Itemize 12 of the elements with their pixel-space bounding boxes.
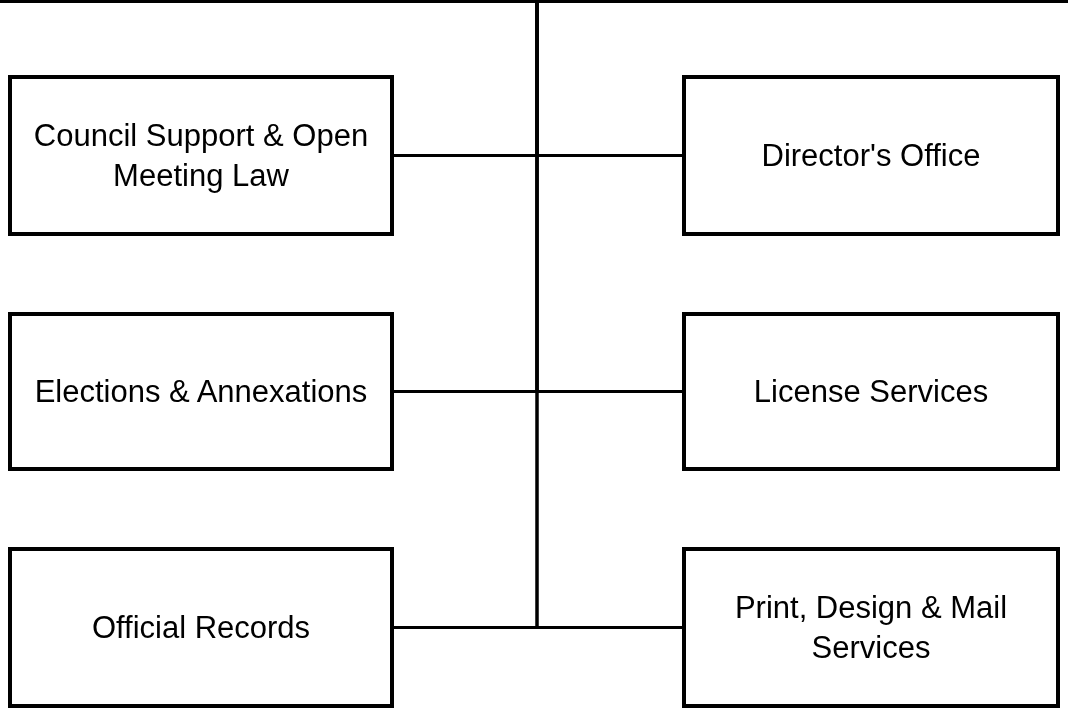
box-label: Council Support & Open Meeting Law xyxy=(32,116,370,195)
box-label: License Services xyxy=(752,372,990,411)
org-box xyxy=(682,312,1060,471)
org-box xyxy=(682,75,1060,236)
box-label: Elections & Annexations xyxy=(33,372,369,411)
box-label: Official Records xyxy=(90,608,312,647)
org-box xyxy=(8,75,394,236)
box-label: Print, Design & Mail Services xyxy=(733,588,1009,667)
org-box xyxy=(8,547,394,708)
box-label: Director's Office xyxy=(760,136,982,175)
org-box xyxy=(682,547,1060,708)
org-box xyxy=(8,312,394,471)
